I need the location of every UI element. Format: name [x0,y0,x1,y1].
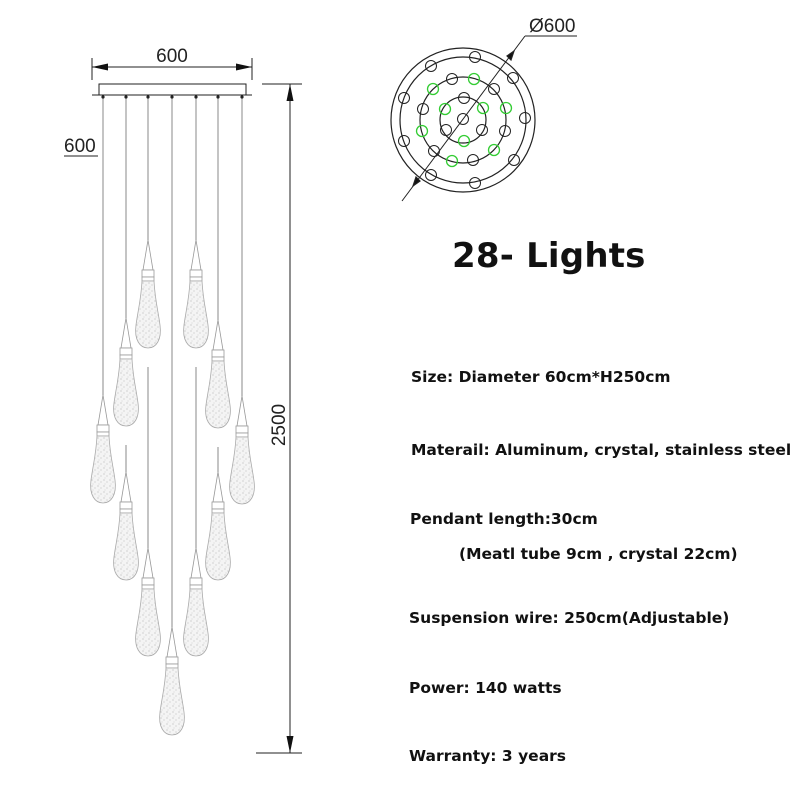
pendant [205,319,231,429]
spec-warranty: Warranty: 3 years [409,747,567,765]
product-title: 28- Lights [452,236,646,276]
width-label: 600 [156,46,188,67]
wire-mounts [101,95,244,99]
elevation-view: 600 600 [64,46,302,754]
side-dimension-label: 600 [64,136,96,157]
suspension-wires [102,96,243,627]
width-dimension: 600 [91,46,253,80]
height-label: 2500 [269,404,290,446]
pendant [90,394,116,504]
spec-size: Size: Diameter 60cm*H250cm [411,368,671,386]
pendant [135,239,161,349]
spec-suspension-wire: Suspension wire: 250cm(Adjustable) [409,609,730,627]
spec-material: Materail: Aluminum, crystal, stainless s… [411,441,792,459]
pendant [113,471,139,581]
pendant [183,239,209,349]
middle-ring-lamps [417,73,511,166]
pendant [229,395,255,505]
spec-power: Power: 140 watts [409,679,562,697]
pendant [135,547,161,657]
pendant [159,626,185,736]
pendant [113,317,139,427]
pendant [205,471,231,581]
pendant [183,547,209,657]
diameter-label: Ø600 [529,16,575,37]
height-dimension: 2500 [256,83,302,754]
spec-pendant-breakdown: (Meatl tube 9cm , crystal 22cm) [459,545,738,563]
top-view: Ø600 [390,16,577,202]
outer-ring-lamps [398,51,531,189]
highlighted-lamps [415,72,513,168]
canopy [92,83,252,96]
spec-pendant-length: Pendant length:30cm [410,510,598,528]
